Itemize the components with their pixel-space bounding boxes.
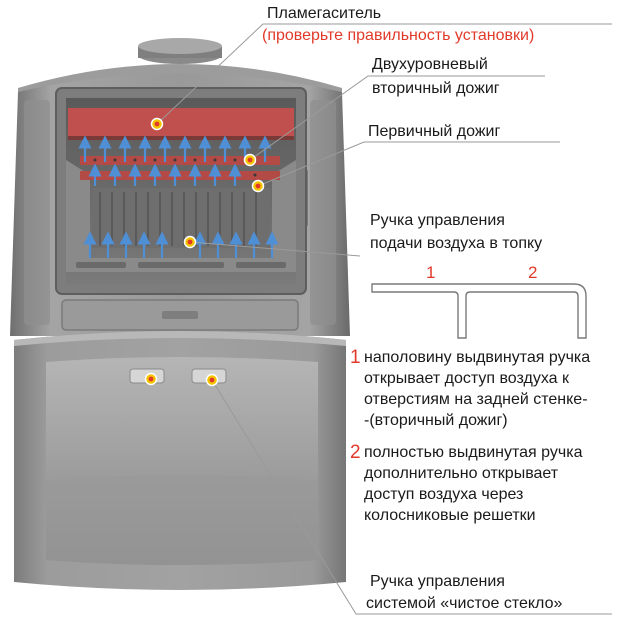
grate-slots — [76, 262, 286, 268]
leader-lines — [156, 23, 612, 615]
label-air-handle-line2: подачи воздуха в топку — [370, 235, 542, 252]
leader-secondary — [249, 75, 545, 161]
note-1-line-4: -(вторичный дожиг) — [364, 412, 508, 429]
note-1-line-1: наполовину выдвинутая ручка — [364, 349, 590, 366]
label-secondary-line1: Двухуровневый — [372, 56, 488, 73]
left-side-panel — [24, 100, 50, 325]
leader-flame-baffle — [156, 23, 612, 125]
stand-top-edge — [14, 331, 346, 346]
marker-flame-baffle — [150, 117, 164, 131]
ash-pan-handle — [162, 311, 198, 319]
marker-clean-glass — [205, 373, 219, 387]
flue-collar-top — [138, 38, 222, 54]
secondary-air-arrows — [78, 135, 272, 186]
callout-markers — [144, 117, 265, 387]
stove — [10, 38, 350, 590]
label-flame-baffle: Пламегаситель — [267, 5, 381, 22]
flame-baffle-edge — [68, 136, 294, 140]
label-air-handle-line1: Ручка управления — [370, 212, 505, 229]
marker-primary — [251, 179, 265, 193]
stove-top — [18, 64, 342, 100]
leader-clean-glass — [211, 379, 612, 615]
marker-secondary — [243, 153, 257, 167]
note-2-line-1: полностью выдвинутая ручка — [364, 444, 583, 461]
flame-baffle — [68, 108, 294, 138]
leader-air-handle — [189, 241, 361, 257]
handle-rod-outline — [371, 283, 587, 339]
primary-air-arrows — [83, 231, 279, 258]
marker-air-handle — [183, 235, 197, 249]
note-2-line-2: дополнительно открывает — [364, 465, 559, 482]
label-secondary-line2: вторичный дожиг — [372, 80, 500, 97]
handle-position-diagram: 1 2 — [371, 263, 587, 339]
note-1-line-3: отверстиям на задней стенке- — [364, 391, 588, 408]
secondary-tube-upper — [80, 156, 280, 165]
label-flame-baffle-note: (проверьте правильность установки) — [262, 27, 534, 44]
position-1-label: 1 — [426, 263, 435, 282]
secondary-tube-lower — [80, 171, 280, 180]
label-primary: Первичный дожиг — [368, 123, 500, 140]
note-1-number: 1 — [350, 347, 361, 368]
leader-primary — [257, 141, 560, 187]
note-1-line-2: открывает доступ воздуха к — [364, 370, 570, 387]
note-2-line-4: колосниковые решетки — [364, 507, 536, 524]
marker-left-handle — [144, 372, 158, 386]
label-clean-glass-line2: системой «чистое стекло» — [366, 595, 562, 612]
label-clean-glass-line1: Ручка управления — [370, 573, 505, 590]
bake-compartment-floor — [46, 475, 318, 565]
position-2-label: 2 — [528, 263, 537, 282]
note-2: 2 полностью выдвинутая ручка дополнитель… — [350, 442, 583, 524]
note-1: 1 наполовину выдвинутая ручка открывает … — [350, 347, 590, 429]
right-side-panel — [310, 100, 336, 325]
note-2-number: 2 — [350, 442, 361, 463]
note-2-line-3: доступ воздуха через — [364, 486, 523, 503]
